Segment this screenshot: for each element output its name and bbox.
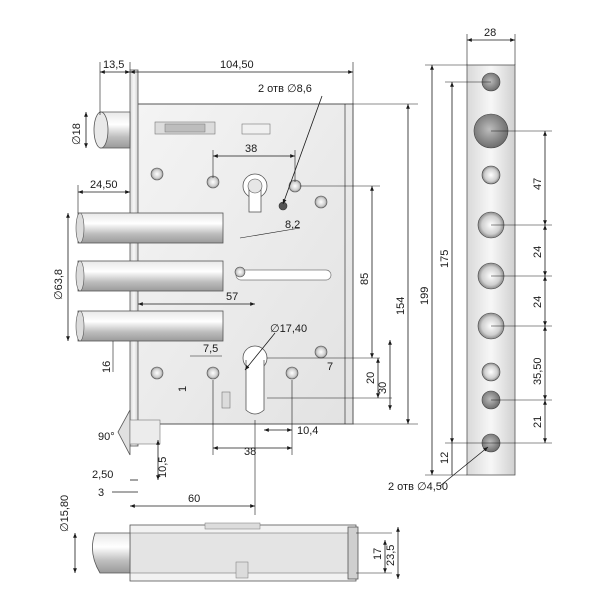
- dim-30: 30: [377, 382, 389, 394]
- dimension-labels: 13,5 104,50 2 отв ∅8,6 ∅18 38 8,2 24,50 …: [53, 27, 544, 566]
- dim-holes-bottom: 2 отв ∅4,50: [388, 481, 448, 493]
- dim-24-a: 24: [532, 246, 544, 258]
- lock-faceplate: [129, 69, 139, 447]
- dim-154: 154: [395, 297, 407, 315]
- dim-7-5: 7,5: [203, 343, 218, 355]
- dim-20: 20: [365, 372, 377, 384]
- dim-28: 28: [484, 27, 496, 39]
- lock-body-front-view: [75, 69, 354, 456]
- keyhole-top: [242, 173, 268, 213]
- dim-17: 17: [372, 548, 384, 560]
- dim-3: 3: [98, 487, 104, 499]
- dim-8-2: 8,2: [285, 219, 300, 231]
- lock-side-view: [92, 522, 359, 582]
- dim-38-top: 38: [245, 143, 257, 155]
- deadbolt-top: [75, 212, 224, 244]
- dim-175: 175: [439, 250, 451, 268]
- dim-90-deg: 90°: [98, 431, 115, 443]
- dim-38-bottom: 38: [244, 446, 256, 458]
- dim-199: 199: [419, 287, 431, 305]
- dim-60: 60: [188, 493, 200, 505]
- dim-1: 1: [177, 386, 189, 392]
- dim-57: 57: [226, 291, 238, 303]
- dim-24-50: 24,50: [90, 179, 118, 191]
- angle-latch: [117, 409, 161, 456]
- dim-13-5: 13,5: [103, 59, 124, 71]
- dim-17-40: ∅17,40: [270, 323, 307, 335]
- dim-12: 12: [439, 452, 451, 464]
- dim-21: 21: [532, 416, 544, 428]
- dim-104-50: 104,50: [220, 59, 254, 71]
- deadbolt-middle: [75, 260, 224, 292]
- dim-16: 16: [101, 361, 113, 373]
- faceplate-right-view: [466, 64, 516, 476]
- dim-63-8: ∅63,8: [53, 269, 65, 300]
- dim-24-b: 24: [532, 296, 544, 308]
- dim-2-50: 2,50: [92, 469, 113, 481]
- dim-85: 85: [359, 273, 371, 285]
- dim-10-5: 10,5: [157, 457, 169, 478]
- dim-7: 7: [327, 361, 333, 373]
- dim-18: ∅18: [71, 123, 83, 145]
- latch-bolt: [93, 111, 131, 149]
- dim-10-4: 10,4: [297, 425, 318, 437]
- dim-15-80: ∅15,80: [59, 495, 71, 532]
- dim-23-5: 23,5: [385, 545, 397, 566]
- dim-35-50: 35,50: [532, 357, 544, 385]
- cylinder-cutout: [242, 345, 268, 415]
- dim-holes-top: 2 отв ∅8,6: [258, 83, 312, 95]
- mounting-holes-body: [150, 167, 328, 380]
- dim-47: 47: [532, 178, 544, 190]
- deadbolt-bottom: [75, 310, 224, 342]
- dimension-lines: [66, 34, 552, 579]
